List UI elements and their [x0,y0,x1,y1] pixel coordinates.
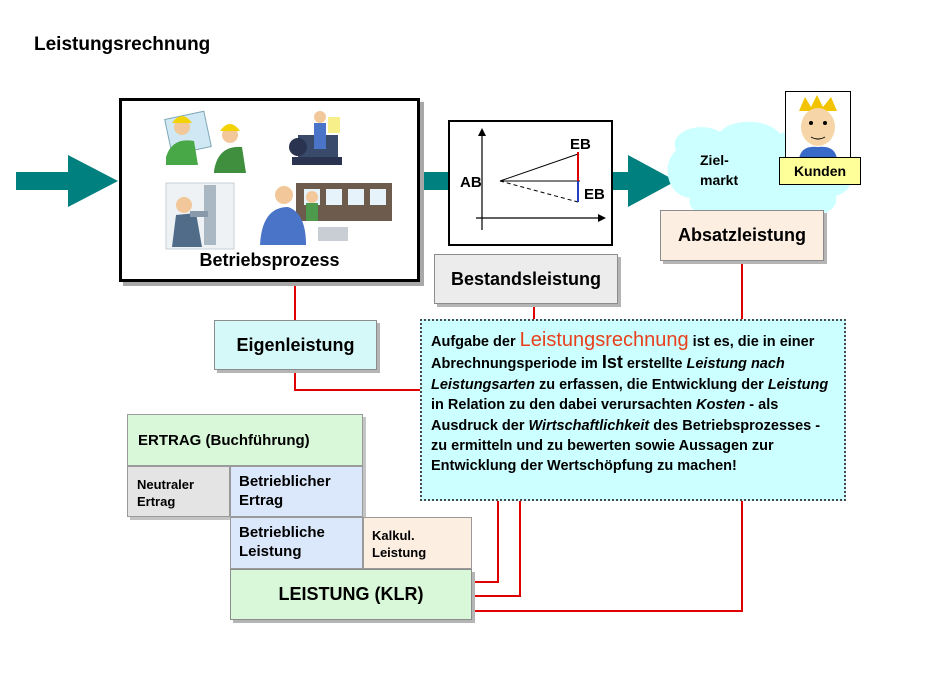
kalk-line-2: Leistung [372,545,427,560]
betrieblicher-ertrag-cell: Betrieblicher Ertrag [230,466,363,517]
graph-label-ab: AB [460,174,482,191]
betr-ertrag-line-1: Betrieblicher [239,473,331,490]
betr-leistung-line-1: Betriebliche [239,524,325,541]
zielmarkt-label: Ziel- markt [700,150,738,190]
flow-arrow-process-graph [420,172,450,190]
kunden-badge: Kunden [779,157,861,185]
betr-leistung-line-2: Leistung [239,543,302,560]
description-highlight: Leistungsrechnung [519,329,689,351]
neutral-line-2: Ertrag [137,494,176,509]
graph-label-eb-bottom: EB [584,186,605,203]
drill-worker-icon [165,182,235,250]
office-worker-icon [260,183,392,245]
neutraler-ertrag-cell: Neutraler Ertrag [127,466,230,517]
customer-icon [785,91,851,159]
process-box: Betriebsprozess [119,98,420,282]
eigenleistung-box: Eigenleistung [214,320,377,370]
description-italic: Leistung nach Leistungsarten [431,356,785,393]
inventory-graph: AB EB EB [448,120,613,246]
description-text: in Relation zu den dabei verursachten [431,397,697,414]
process-illustrations [164,110,392,250]
description-ist: Ist [601,352,623,373]
red-connectors [294,262,743,616]
description-box: Aufgabe der Leistungsrechnung ist es, di… [420,319,846,501]
kalkulatorische-leistung-cell: Kalkul. Leistung [363,517,472,569]
graph-label-eb-top: EB [570,136,591,153]
leistung-klr-box: LEISTUNG (KLR) [230,569,472,620]
zielmarkt-line-2: markt [700,172,739,188]
description-text: des Betriebsprozesses - zu ermitteln und… [431,417,821,475]
connector-eigen [466,501,499,587]
flow-arrows [16,155,676,207]
description-text: ist es, die in einer Abrechnungsperiode … [431,334,815,373]
description-text: zu erfassen, die Entwicklung der [534,376,768,393]
flow-arrow-in [16,155,118,207]
kalk-line-1: Kalkul. [372,528,415,543]
description-italic: Kosten [696,397,746,414]
absatzleistung-box: Absatzleistung [660,210,824,261]
machine-worker-icon [289,111,342,165]
neutral-line-1: Neutraler [137,477,195,492]
flow-arrow-out [613,155,676,207]
betriebliche-leistung-cell: Betriebliche Leistung [230,517,363,569]
page-title: Leistungsrechnung [34,34,211,55]
process-label: Betriebsprozess [199,250,340,270]
zielmarkt-line-1: Ziel- [700,152,729,168]
engineers-icon [164,110,246,173]
ertrag-cell: ERTRAG (Buchführung) [127,414,363,466]
description-italic: Leistung [767,376,829,393]
inventory-graph-svg [476,128,606,230]
bestandsleistung-box: Bestandsleistung [434,254,618,304]
connector-bestand [466,501,521,601]
description-text: - als Ausdruck der [431,397,779,434]
betr-ertrag-line-2: Ertrag [239,492,284,509]
description-italic: Wirtschaftlichkeit [528,417,650,434]
connector-absatz [466,501,743,616]
description-text: erstellte [622,356,687,373]
description-text: Aufgabe der [431,334,520,350]
